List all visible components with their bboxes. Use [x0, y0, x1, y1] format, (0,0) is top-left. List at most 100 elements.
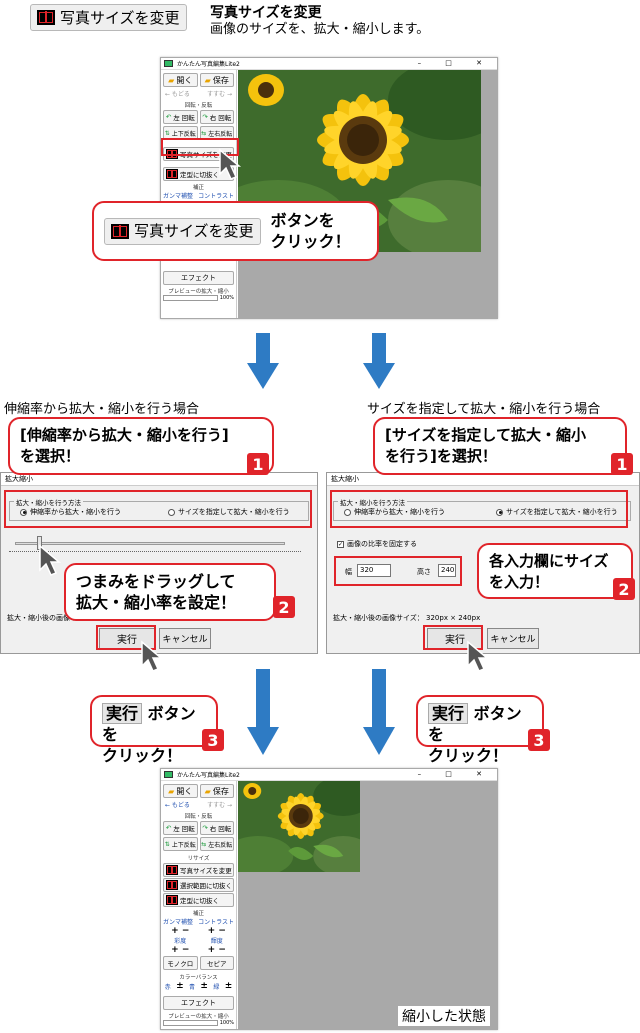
- forward-button[interactable]: すすむ →: [207, 802, 232, 809]
- right-step2-callout: 各入力欄にサイズ を入力！: [477, 543, 633, 599]
- saturation-label: 彩度: [174, 938, 187, 945]
- back-button[interactable]: ← もどる: [165, 91, 190, 98]
- rotate-section-label: 回転・反転: [184, 814, 213, 820]
- left-step3-callout: 実行 ボタンを クリック！: [90, 695, 218, 765]
- rotate-right-icon: ↷: [202, 113, 208, 121]
- left-step1-callout: [伸縮率から拡大・縮小を行う] を選択！: [8, 417, 274, 475]
- crop-fixed-button[interactable]: 定型に切抜く: [163, 167, 234, 181]
- keep-ratio-checkbox[interactable]: ✓ 画像の比率を固定する: [337, 540, 417, 548]
- resize-icon: [111, 223, 129, 239]
- rotate-right-icon: ↷: [202, 824, 208, 832]
- highlight-size-inputs: [334, 556, 462, 586]
- rotate-left-button[interactable]: ↶左 回転: [163, 821, 198, 835]
- app-icon: [164, 771, 173, 778]
- sidebar: ▰開く ▰保存 ← もどる すすむ → 回転・反転 ↶左 回転 ↷右 回転 ⇅上…: [161, 781, 237, 1029]
- window-controls[interactable]: – □ ✕: [417, 770, 493, 778]
- open-button[interactable]: ▰開く: [163, 73, 198, 87]
- resize-photo-button[interactable]: 写真サイズを変更: [163, 863, 234, 877]
- rotate-left-icon: ↶: [165, 113, 172, 121]
- back-button[interactable]: ← もどる: [165, 802, 190, 809]
- method-group: 拡大・縮小を行う方法 伸縮率から拡大・縮小を行う サイズを指定して拡大・縮小を行…: [333, 497, 631, 521]
- rotate-right-button[interactable]: ↷右 回転: [199, 110, 234, 124]
- dialog-title: 拡大縮小: [1, 473, 317, 486]
- save-button[interactable]: ▰保存: [199, 73, 234, 87]
- right-step1-callout: [サイズを指定して拡大・縮小 を行う]を選択！: [373, 417, 627, 475]
- preview-zoom-slider[interactable]: [163, 295, 218, 301]
- blue-plus-minus[interactable]: ±: [224, 981, 233, 991]
- preview-zoom-slider[interactable]: [163, 1020, 218, 1026]
- step1-callout: 写真サイズを変更 ボタンを クリック！: [92, 201, 379, 261]
- arrow-down-icon: [247, 333, 279, 389]
- app-title: かんたん写真編集Lite2: [177, 772, 240, 779]
- saturation-plus-minus[interactable]: + −: [171, 945, 190, 955]
- forward-button[interactable]: すすむ →: [207, 91, 232, 98]
- highlight-resize-button: [161, 138, 239, 156]
- gamma-plus-minus[interactable]: + −: [171, 926, 190, 936]
- option-ratio-radio[interactable]: 伸縮率から拡大・縮小を行う: [344, 507, 445, 517]
- resize-icon: [166, 865, 178, 875]
- arrow-down-icon: [363, 333, 395, 389]
- flip-vertical-button[interactable]: ⇅上下反転: [163, 837, 198, 851]
- dialog-title: 拡大縮小: [327, 473, 639, 486]
- sepia-button[interactable]: セピア: [199, 956, 234, 970]
- rotate-right-button[interactable]: ↷右 回転: [199, 821, 234, 835]
- height-input[interactable]: 240: [438, 564, 456, 577]
- contrast-label: コントラスト: [198, 193, 234, 200]
- highlight-ratio-option: [4, 490, 312, 528]
- rotate-left-icon: ↶: [165, 824, 172, 832]
- mouse-cursor-icon: [467, 640, 490, 672]
- resize-icon: [37, 10, 55, 25]
- flip-horizontal-icon: ⇆: [201, 129, 207, 137]
- brightness-plus-minus[interactable]: + −: [207, 945, 226, 955]
- method-group: 拡大・縮小を行う方法 伸縮率から拡大・縮小を行う サイズを指定して拡大・縮小を行…: [9, 497, 309, 521]
- resize-section-label: リサイズ: [187, 856, 210, 862]
- result-size-label: 拡大・縮小後の画像サイズ：: [7, 614, 98, 622]
- open-button[interactable]: ▰開く: [163, 784, 198, 798]
- preview-zoom-label: プレビューの拡大・縮小: [168, 289, 229, 295]
- option-ratio-radio[interactable]: 伸縮率から拡大・縮小を行う: [20, 507, 121, 517]
- crop-icon: [166, 169, 178, 179]
- contrast-plus-minus[interactable]: + −: [207, 926, 226, 936]
- width-input[interactable]: 320: [357, 564, 391, 577]
- zoom-value: 100%: [219, 295, 234, 301]
- brightness-label: 輝度: [210, 938, 223, 945]
- crop-selection-button[interactable]: 選択範囲に切抜く: [163, 878, 234, 892]
- effect-button[interactable]: エフェクト: [163, 271, 234, 285]
- mono-button[interactable]: モノクロ: [163, 956, 198, 970]
- left-badge-3: 3: [202, 729, 224, 751]
- gamma-label: ガンマ補整: [163, 919, 194, 926]
- folder-icon: ▰: [168, 75, 175, 85]
- mouse-cursor-icon: [39, 544, 62, 576]
- cancel-button[interactable]: キャンセル: [159, 628, 211, 649]
- flip-vertical-icon: ⇅: [164, 129, 170, 137]
- red-plus-minus[interactable]: ±: [176, 981, 184, 991]
- red-label: 赤: [164, 983, 171, 991]
- right-badge-2: 2: [613, 578, 635, 600]
- window-controls[interactable]: – □ ✕: [417, 59, 493, 67]
- blue-label: 緑: [213, 983, 220, 991]
- option-size-radio[interactable]: サイズを指定して拡大・縮小を行う: [168, 507, 290, 517]
- color-balance-label: カラーバランス: [179, 975, 218, 981]
- callout-resize-button-image: 写真サイズを変更: [104, 217, 261, 245]
- rotate-section-label: 回転・反転: [184, 103, 213, 109]
- adjust-section-label: 補正: [192, 911, 204, 917]
- effect-button[interactable]: エフェクト: [163, 996, 234, 1010]
- result-size-label: 拡大・縮小後の画像サイズ： 320px × 240px: [333, 614, 481, 622]
- slider-track: [15, 542, 285, 545]
- cancel-button[interactable]: キャンセル: [487, 628, 539, 649]
- crop-fixed-button[interactable]: 定型に切抜く: [163, 893, 234, 907]
- save-button[interactable]: ▰保存: [199, 784, 234, 798]
- right-step3-callout: 実行 ボタンを クリック！: [416, 695, 544, 765]
- flip-horizontal-button[interactable]: ⇆左右反転: [199, 837, 234, 851]
- flip-horizontal-icon: ⇆: [201, 840, 207, 848]
- app-titlebar: かんたん写真編集Lite2 – □ ✕: [161, 769, 497, 781]
- save-icon: ▰: [204, 75, 211, 85]
- rotate-left-button[interactable]: ↶左 回転: [163, 110, 198, 124]
- option-size-radio[interactable]: サイズを指定して拡大・縮小を行う: [496, 507, 618, 517]
- contrast-label: コントラスト: [198, 919, 234, 926]
- flip-vertical-icon: ⇅: [164, 840, 170, 848]
- step1-instruction: ボタンを クリック！: [270, 211, 351, 251]
- crop-icon: [166, 880, 178, 890]
- mouse-cursor-icon: [141, 640, 164, 672]
- green-plus-minus[interactable]: ±: [200, 981, 208, 991]
